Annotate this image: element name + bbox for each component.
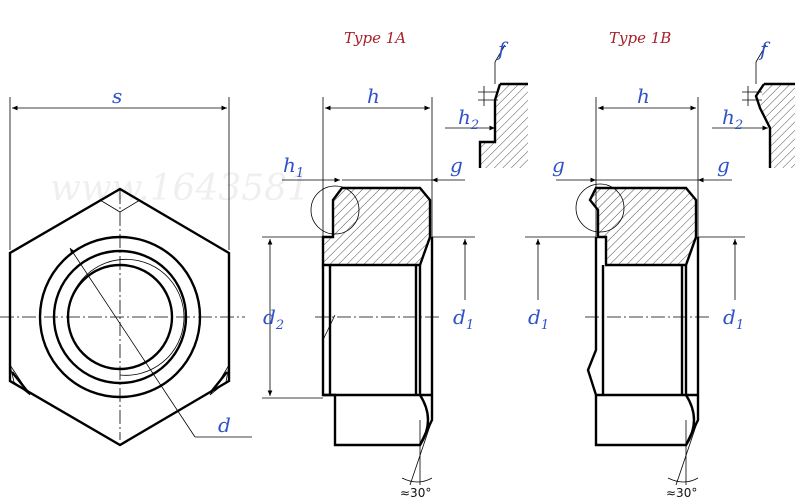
type-1b-angle-arc — [667, 477, 699, 483]
d-label: d — [218, 413, 231, 437]
s-label: s — [112, 84, 122, 108]
weld-projection-top — [99, 188, 141, 213]
watermark: www.1643581 — [50, 168, 310, 209]
type-1a-detail-circle — [310, 185, 360, 235]
type-1b-title: Type 1B — [609, 29, 671, 47]
type-1a-title: Type 1A — [344, 29, 406, 47]
type-1b-detail-inset: f h2 — [712, 37, 795, 168]
type-1a-d2-label: d2 — [263, 305, 284, 333]
type-1b-g-left-label: g — [552, 153, 565, 177]
projection-left-thick — [11, 371, 29, 393]
type-1b-d1-right-label: d1 — [723, 305, 744, 333]
type-1b-section-view: Type 1B h g g d1 d1 ≈30° — [525, 29, 795, 500]
d-leader — [69, 247, 196, 438]
type-1b-bottom-curve — [684, 394, 696, 446]
svg-text:f: f — [758, 37, 771, 61]
svg-text:h2: h2 — [722, 105, 743, 133]
type-1b-angle-label: ≈30° — [666, 486, 697, 500]
type-1a-angle-line-2 — [409, 419, 433, 486]
type-1a-d1-label: d1 — [453, 305, 474, 333]
type-1b-hatched-section — [590, 188, 696, 265]
type-1a-g-label: g — [450, 153, 463, 177]
hex-top-view: s d — [0, 84, 252, 447]
type-1b-d1-left-label: d1 — [528, 305, 549, 333]
type-1a-h1-label: h1 — [283, 153, 304, 181]
svg-text:f: f — [496, 37, 509, 61]
type-1a-section-outline — [321, 186, 432, 267]
type-1a-angle-arc — [401, 477, 433, 483]
type-1a-h-label: h — [367, 84, 380, 108]
type-1b-angle-line-2 — [675, 419, 699, 486]
type-1b-body-outline — [586, 237, 700, 447]
type-1a-bottom-curve — [418, 394, 430, 446]
type-1a-angle-label: ≈30° — [400, 486, 431, 500]
thread-arc — [67, 258, 185, 376]
weld-projection-right — [209, 364, 230, 396]
svg-text:h2: h2 — [458, 105, 479, 133]
type-1a-hatched-section — [323, 188, 430, 265]
weld-projection-left — [9, 364, 31, 396]
type-1b-section-outline — [588, 186, 698, 267]
type-1b-g-right-label: g — [717, 153, 730, 177]
type-1a-section-view: Type 1A h h1 g d2 d1 — [262, 29, 528, 500]
type-1a-detail-inset: f h2 — [445, 37, 528, 168]
projection-right-thick — [210, 371, 228, 393]
type-1a-step — [322, 314, 336, 341]
type-1b-h-label: h — [637, 84, 650, 108]
type-1b-detail-circle — [575, 183, 625, 233]
